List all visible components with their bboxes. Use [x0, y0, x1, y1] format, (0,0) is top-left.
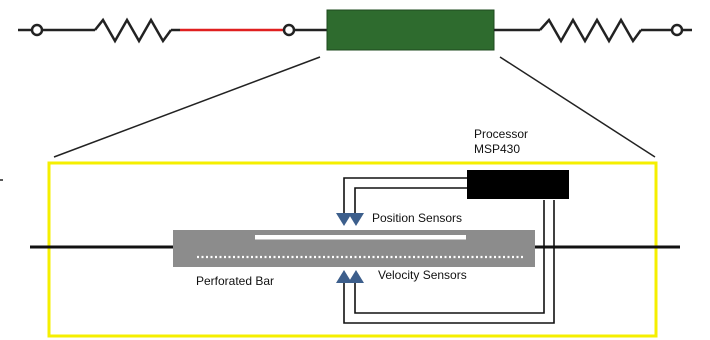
perforated-bar-label: Perforated Bar — [196, 274, 275, 288]
velocity-sensors-label: Velocity Sensors — [378, 268, 467, 282]
right-terminal-icon — [670, 23, 684, 37]
enclosure-box — [47, 161, 658, 338]
zoom-line-right — [499, 56, 656, 158]
bar-slot — [255, 235, 466, 240]
position-sensors-label: Position Sensors — [372, 211, 463, 225]
processor-chip — [467, 170, 569, 199]
velocity-sensor-right-icon — [348, 270, 364, 283]
processor-label: Processor — [474, 127, 529, 141]
middle-terminal-icon — [282, 23, 296, 37]
position-sensor-right-icon — [348, 213, 364, 226]
velocity-sensor-left-icon — [336, 270, 352, 283]
zoom-line-left — [53, 56, 321, 158]
right-spring-icon — [539, 17, 643, 44]
left-spring-icon — [94, 17, 173, 44]
position-sensor-left-icon — [336, 213, 352, 226]
sensor-wiring — [343, 177, 555, 324]
green-module — [326, 9, 495, 51]
left-terminal-icon — [30, 23, 44, 37]
processor-model-label: MSP430 — [474, 142, 521, 156]
top-chain — [18, 9, 692, 51]
